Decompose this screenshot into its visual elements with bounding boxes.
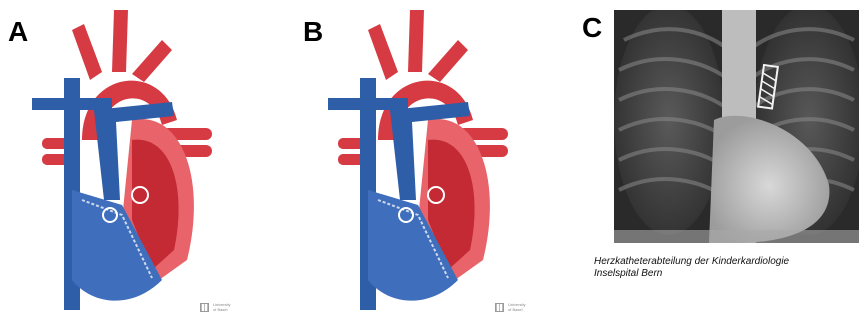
heart-diagram-a [12,10,252,310]
university-logo-icon [495,303,504,312]
panel-c-label: C [582,14,602,42]
chest-xray-image [614,10,859,243]
logo-line-2: of Basel [508,308,526,312]
image-caption: Herzkatheterabteilung der Kinderkardiolo… [594,256,859,280]
university-logo-a: University of Basel [200,303,231,312]
heart-diagram-b [308,10,548,310]
university-logo-b: University of Basel [495,303,526,312]
caption-line-2: Inselspital Bern [594,268,859,280]
university-logo-icon [200,303,209,312]
logo-line-2: of Basel [213,308,231,312]
caption-line-1: Herzkatheterabteilung der Kinderkardiolo… [594,256,859,268]
